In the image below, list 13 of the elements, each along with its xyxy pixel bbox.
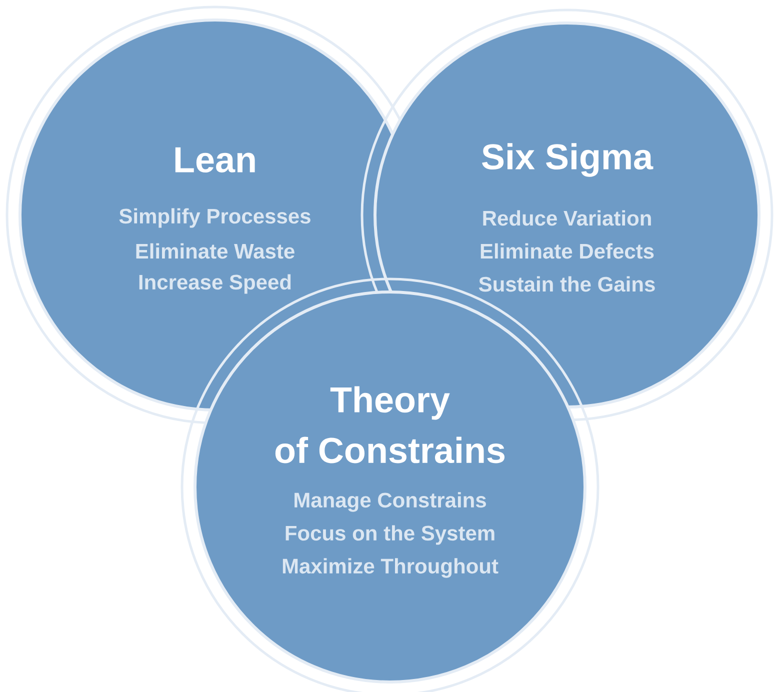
body-text: Sustain the Gains xyxy=(478,276,655,292)
body-text: Reduce Variation xyxy=(483,210,651,226)
body-text: Increase Speed xyxy=(139,274,291,294)
body-text: Manage Constrains xyxy=(294,492,486,512)
body-text: Maximize Throughout xyxy=(282,558,498,578)
heading: of Constrains xyxy=(275,436,504,464)
heading: Theory xyxy=(330,386,450,420)
body-text: Eliminate Defects xyxy=(480,243,654,259)
body-text: Focus on the System xyxy=(286,525,494,545)
body-text: Simplify Processes xyxy=(119,208,310,228)
heading: Lean xyxy=(175,147,255,173)
body-text: Eliminate Waste xyxy=(136,243,294,259)
heading: Six Sigma xyxy=(482,143,654,177)
